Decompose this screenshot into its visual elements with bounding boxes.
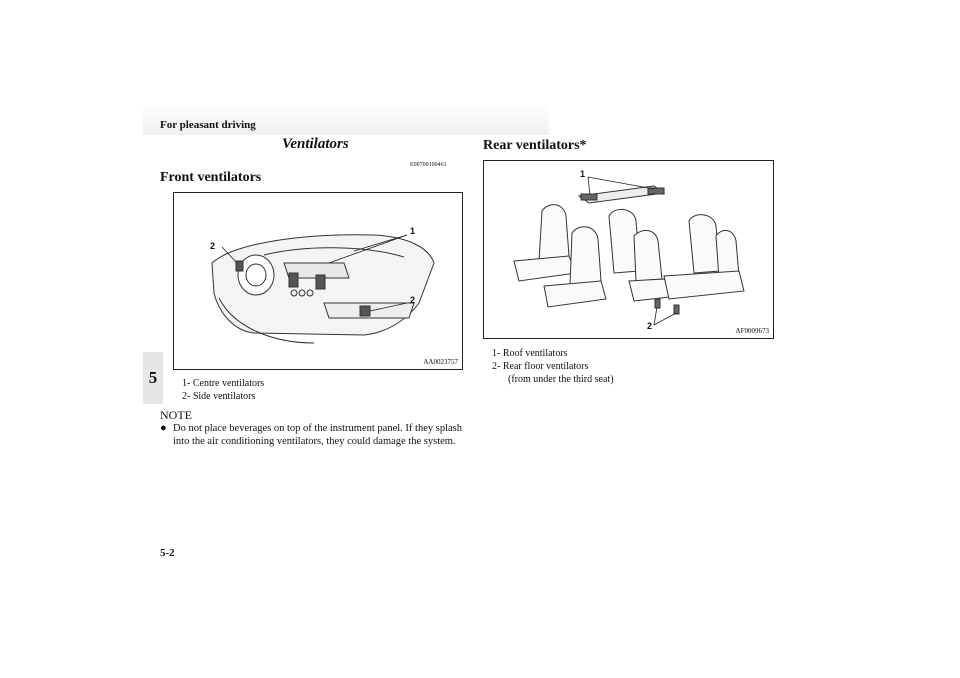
dashboard-illustration — [211, 234, 435, 344]
front-callout-2-right: 2 — [410, 295, 416, 305]
front-ventilators-heading: Front ventilators — [160, 170, 262, 185]
front-ventilators-figure: 2 1 2 AA0023757 — [173, 192, 463, 370]
seats-illustration — [513, 176, 745, 326]
rear-callout-1: 1 — [580, 169, 586, 179]
chapter-tab[interactable]: 5 — [143, 352, 163, 404]
page-number: 5-2 — [160, 547, 175, 559]
document-code: E00700100461 — [410, 162, 447, 168]
header-band — [143, 103, 549, 135]
rear-ventilators-list: 1- Roof ventilators 2- Rear floor ventil… — [492, 347, 614, 386]
bullet-icon: ● — [160, 422, 167, 434]
list-item: (from under the third seat) — [508, 374, 614, 385]
note-body: ● Do not place beverages on top of the i… — [160, 422, 462, 448]
front-callout-1: 1 — [410, 226, 416, 236]
front-ventilators-list: 1- Centre ventilators 2- Side ventilator… — [182, 377, 264, 403]
section-label: For pleasant driving — [160, 119, 256, 131]
front-callout-2-left: 2 — [210, 241, 216, 251]
rear-ventilators-heading: Rear ventilators* — [483, 138, 587, 153]
note-text: Do not place beverages on top of the ins… — [173, 423, 462, 447]
front-figure-id: AA0023757 — [423, 358, 458, 366]
list-item: 2- Rear floor ventilators — [492, 361, 589, 372]
list-item: 1- Centre ventilators — [182, 378, 265, 389]
note-label: NOTE — [160, 408, 192, 422]
list-item: 1- Roof ventilators — [492, 348, 568, 359]
rear-ventilators-figure: 1 2 AF0009673 — [483, 160, 774, 339]
page-title: Ventilators — [282, 136, 349, 152]
rear-callout-2: 2 — [647, 321, 653, 331]
list-item: 2- Side ventilators — [182, 391, 256, 402]
rear-figure-id: AF0009673 — [735, 327, 769, 335]
